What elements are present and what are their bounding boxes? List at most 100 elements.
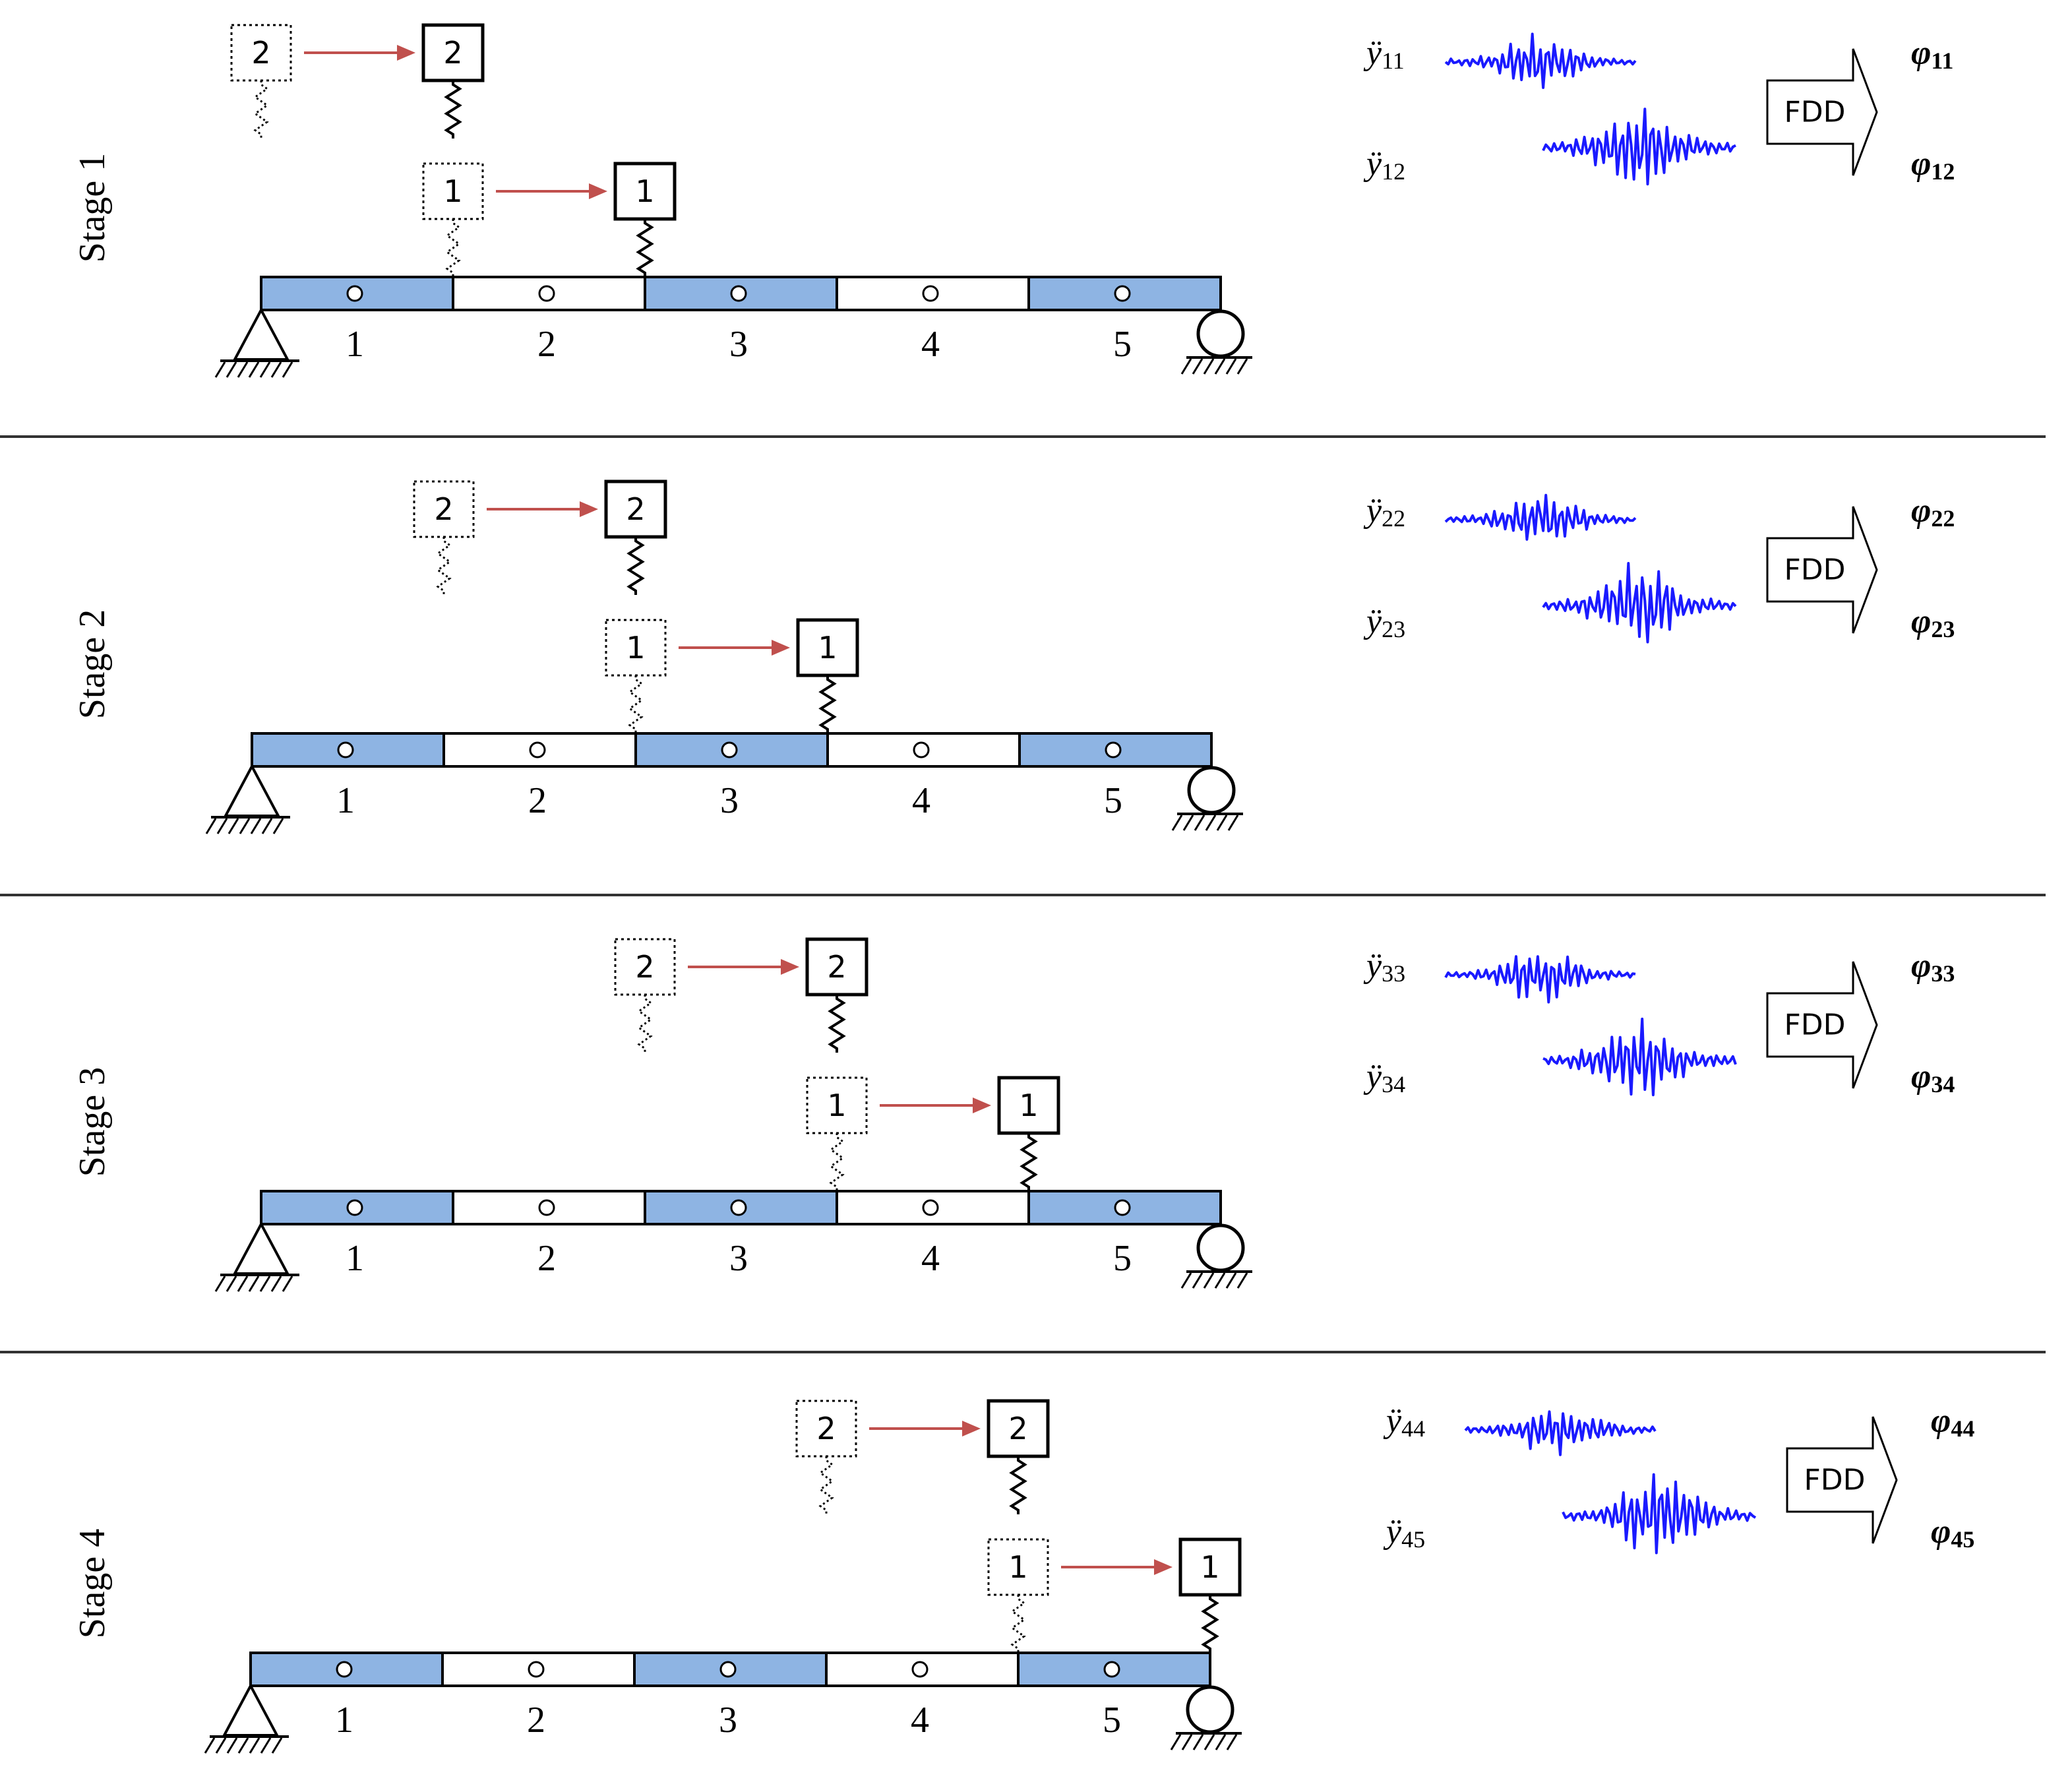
acceleration-signal-1 [1464,1410,1657,1456]
acceleration-symbol: ÿ [1363,603,1382,640]
mode-shape-subscript: 44 [1951,1415,1974,1442]
fdd-label: FDD [1784,1008,1845,1042]
mode-shape-subscript: 34 [1931,1071,1955,1097]
sensor-node [346,285,363,302]
stage-label: Stage 3 [72,1067,113,1177]
previous-mass-label: 2 [816,1411,836,1446]
element-number-label: 1 [336,780,355,821]
ground-hatch [237,361,249,378]
ground-hatch [248,361,260,378]
ground-hatch [270,1276,282,1292]
previous-spring [818,1456,834,1514]
mass-label: 2 [443,35,462,71]
fdd-arrow [1786,1416,1898,1544]
sensor-node [721,741,738,758]
previous-mass-box [614,938,676,996]
acceleration-subscript: 33 [1382,960,1405,987]
fdd-label: FDD [1784,553,1845,587]
sensor-node [337,741,354,758]
ground-hatch [1170,1734,1182,1750]
acceleration-symbol: ÿ [1383,1513,1402,1551]
spring [444,80,462,139]
mode-shape-subscript: 12 [1931,158,1955,185]
ground-hatch [226,361,237,378]
sensor-node [922,1199,939,1216]
ground-hatch [1214,1272,1226,1289]
roller-support [1187,766,1236,815]
ground-hatch [228,818,239,834]
ground-hatch [1214,358,1226,375]
element-number-label: 3 [729,324,748,365]
sensor-node [913,741,930,758]
spring [1020,1133,1038,1191]
mode-shape-label: φ34 [1911,1058,1955,1098]
ground-hatch [1205,815,1217,831]
element-number-label: 2 [527,1700,545,1741]
element-number-label: 2 [537,1238,556,1279]
ground-hatch [248,1276,260,1292]
element-number-label: 4 [911,1700,929,1741]
spring [1009,1456,1027,1514]
element-number-label: 5 [1113,324,1132,365]
move-arrowhead [397,45,415,61]
acceleration-label: ÿ45 [1383,1513,1425,1553]
move-arrowhead [772,640,790,656]
acceleration-symbol: ÿ [1363,34,1382,72]
mass-box [796,618,859,677]
previous-spring [1010,1595,1026,1653]
ground-hatch [1180,1272,1192,1289]
acceleration-symbol: ÿ [1363,947,1382,985]
previous-mass-label: 1 [443,173,462,209]
ground-hatch [237,1737,249,1754]
mode-shape-symbol: φ [1911,492,1931,530]
roller-support [1196,309,1245,358]
mode-shape-symbol: φ [1931,1402,1951,1440]
ground-hatch [282,361,293,378]
sensor-node [719,1661,737,1678]
mode-shape-symbol: φ [1911,1058,1931,1096]
sensor-node [346,1199,363,1216]
mass-box [987,1399,1050,1458]
spring [1201,1595,1219,1653]
sensor-node [1105,741,1122,758]
previous-spring [637,995,653,1053]
ground-hatch [216,818,228,834]
ground-hatch [250,818,262,834]
fdd-arrow [1766,506,1878,634]
stage-label: Stage 1 [72,153,113,263]
mode-shape-label: φ11 [1911,34,1953,75]
mode-shape-symbol: φ [1911,603,1931,640]
stage-label: Stage 2 [72,609,113,719]
ground-hatch [214,361,226,378]
acceleration-subscript: 12 [1382,158,1405,185]
acceleration-signal-1 [1444,955,1636,1004]
mass-label: 1 [635,173,654,209]
acceleration-subscript: 22 [1382,505,1405,532]
acceleration-label: ÿ33 [1363,947,1405,987]
sensor-node [528,1661,545,1678]
ground-hatch [1192,1272,1204,1289]
sensor-node [538,1199,555,1216]
sensor-node [529,741,546,758]
previous-spring [436,537,452,595]
acceleration-signal-2 [1542,562,1737,644]
acceleration-signal-2 [1542,1017,1737,1097]
sensor-node [730,285,747,302]
mass-box [604,479,667,539]
sensor-node [911,1661,929,1678]
sensor-node [336,1661,353,1678]
element-number-label: 3 [729,1238,748,1279]
move-arrowhead [973,1097,991,1113]
acceleration-subscript: 23 [1382,616,1405,642]
previous-mass-label: 2 [635,949,654,985]
acceleration-signal-2 [1542,108,1736,186]
roller-support [1186,1685,1234,1734]
ground-hatch [1227,815,1239,831]
acceleration-subscript: 34 [1382,1071,1405,1097]
mode-shape-label: φ22 [1911,492,1955,532]
ground-hatch [205,818,217,834]
acceleration-symbol: ÿ [1363,145,1382,183]
mode-shape-symbol: φ [1911,145,1931,183]
